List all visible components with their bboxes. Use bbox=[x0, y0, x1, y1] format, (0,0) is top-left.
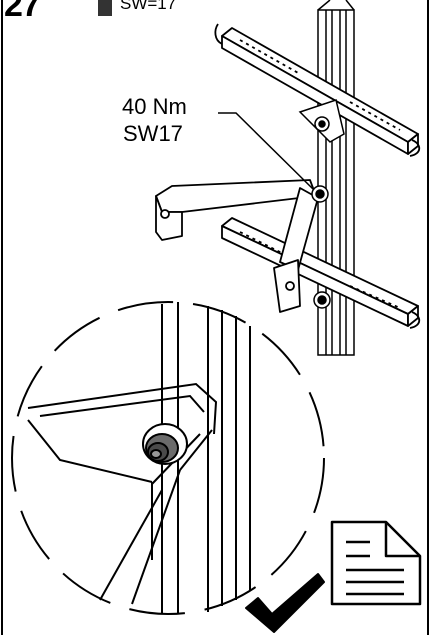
document-icon bbox=[330, 520, 422, 606]
magnified-bolt bbox=[142, 423, 188, 465]
upper-clamp bbox=[298, 99, 345, 143]
bracket-bolt bbox=[311, 185, 329, 203]
lower-cross-rail bbox=[221, 217, 421, 329]
torque-value-label: 40 Nm bbox=[122, 94, 187, 119]
lower-clamp-bolt bbox=[313, 291, 331, 309]
torque-leader-line bbox=[218, 112, 315, 191]
checkmark-icon bbox=[245, 573, 325, 633]
wrench-icon bbox=[98, 0, 112, 16]
torque-size-label: SW17 bbox=[123, 121, 183, 146]
wrench-size-label: SW=17 bbox=[120, 0, 177, 13]
upper-cross-rail bbox=[214, 23, 421, 157]
detail-magnifier bbox=[11, 301, 325, 615]
step-number: 27 bbox=[4, 0, 41, 24]
